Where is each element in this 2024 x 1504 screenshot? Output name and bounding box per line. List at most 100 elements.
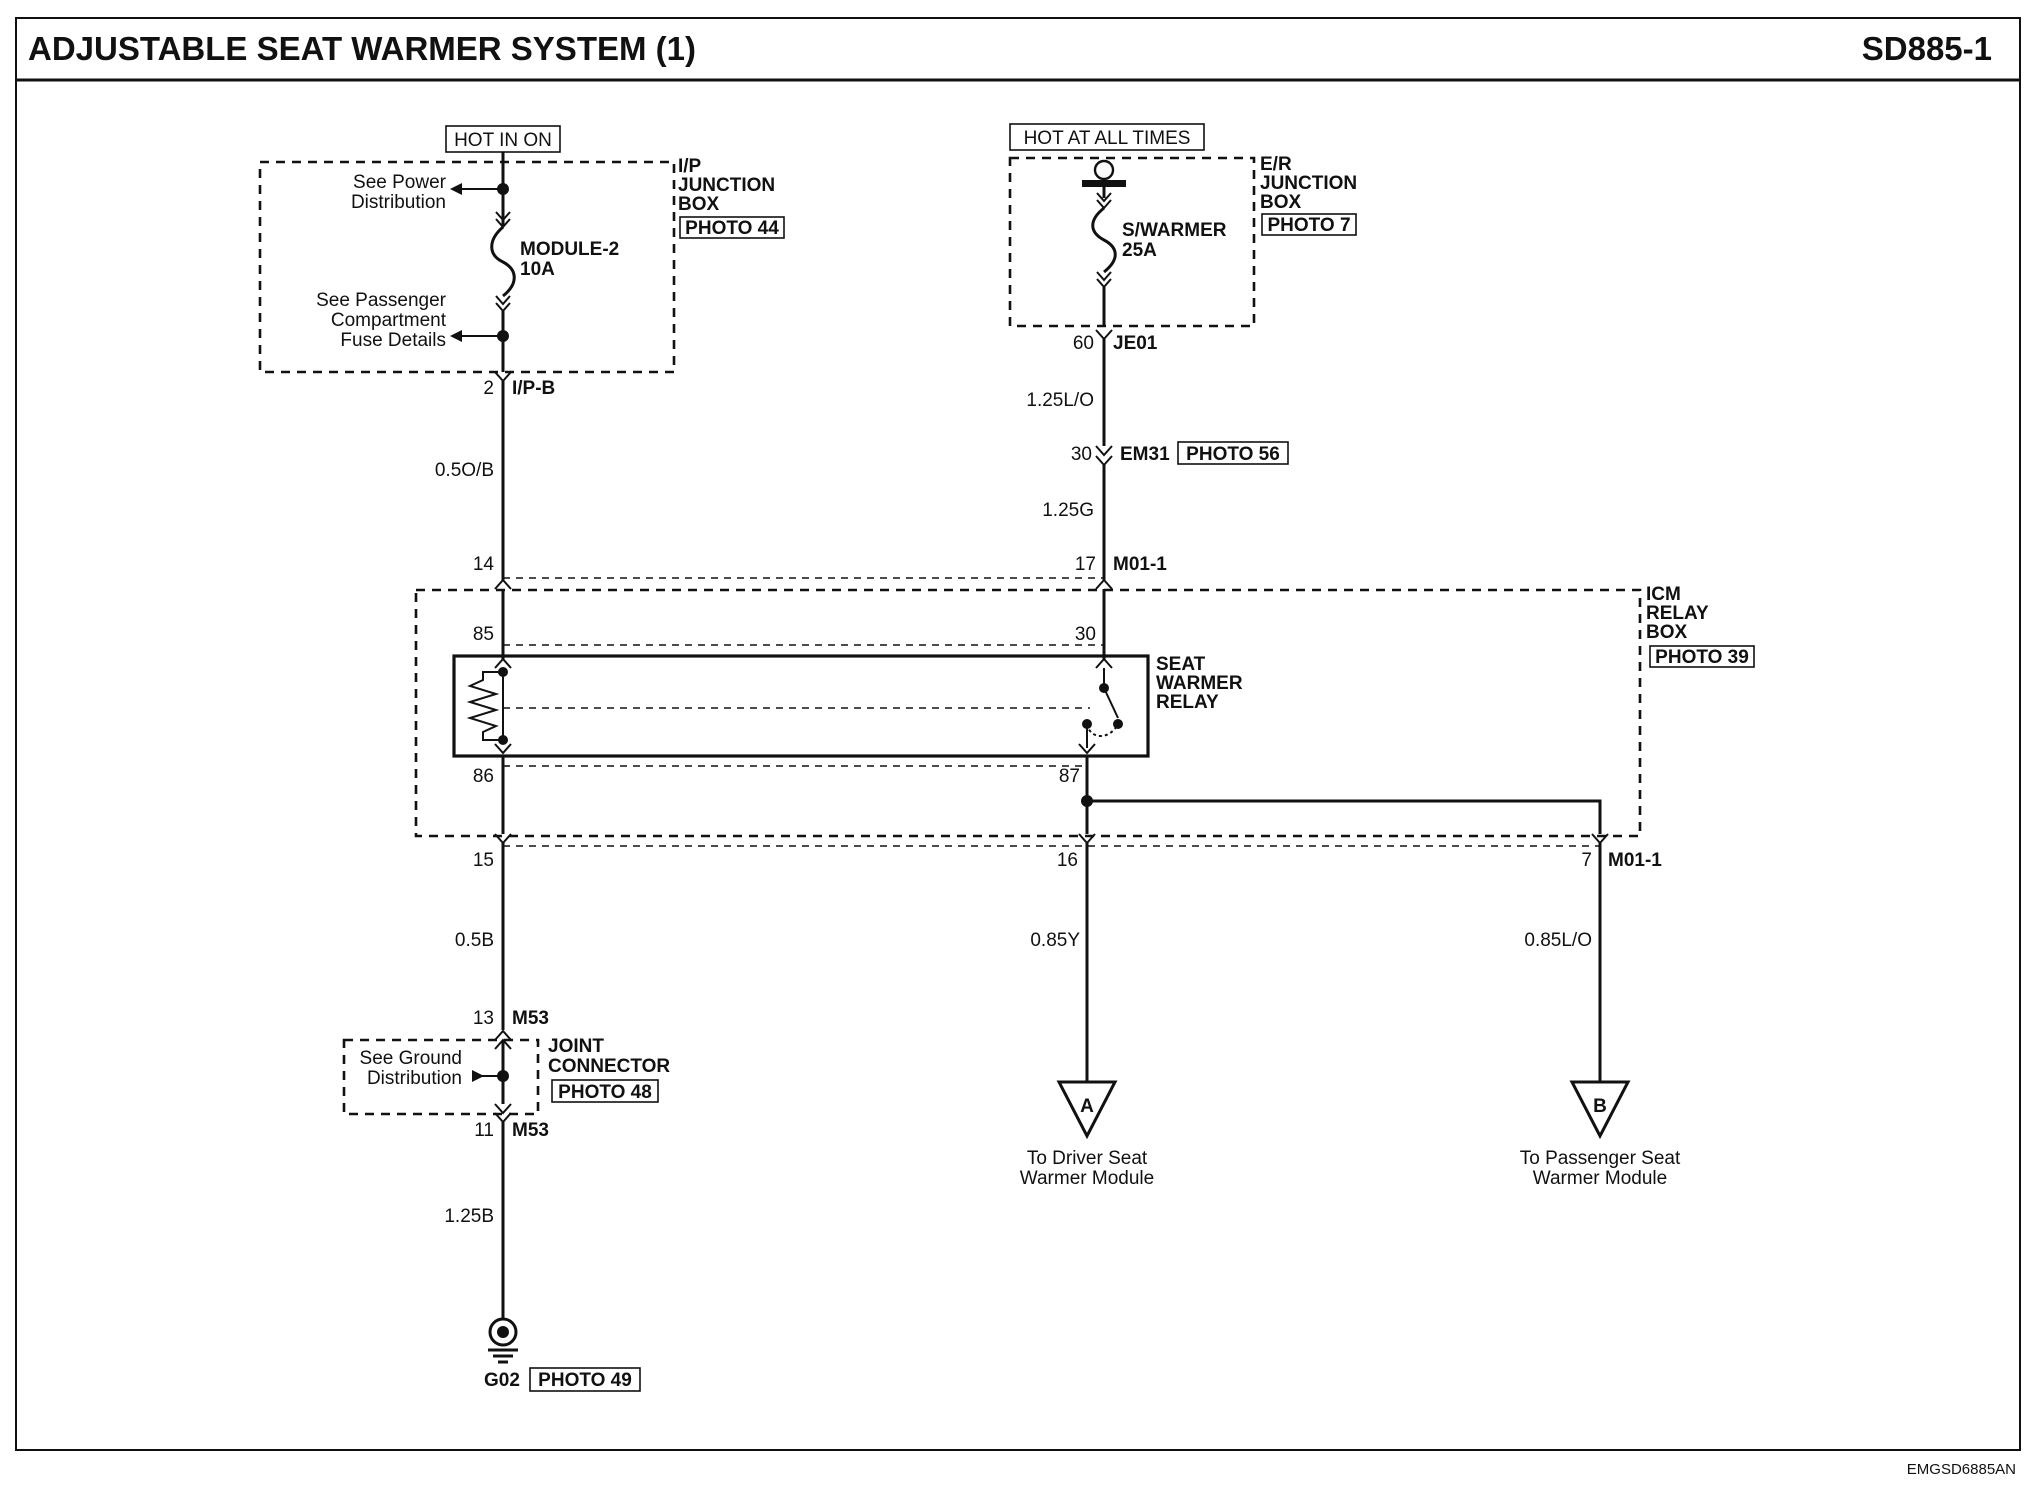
connector-chevron-icon bbox=[1095, 329, 1113, 341]
see-ground-label-1: See Ground bbox=[360, 1048, 462, 1069]
icm-bottom-connector: M01-1 bbox=[1608, 850, 1662, 871]
connector-a-triangle bbox=[1056, 1080, 1118, 1140]
fuse-swarmer-rating: 25A bbox=[1122, 240, 1157, 261]
busbar-icon bbox=[1082, 180, 1126, 187]
connector-b-desc-1: To Passenger Seat bbox=[1520, 1148, 1681, 1169]
em31-connector: EM31 bbox=[1120, 444, 1170, 465]
connector-b-triangle bbox=[1569, 1080, 1631, 1140]
fuse-module2-name: MODULE-2 bbox=[520, 239, 619, 260]
relay-name-1: SEAT bbox=[1156, 654, 1206, 675]
fuse-icon bbox=[1091, 206, 1117, 274]
ip-box-name-1: I/P bbox=[678, 156, 702, 177]
connector-chevron-icon bbox=[494, 578, 512, 590]
wire-050ob-label: 0.5O/B bbox=[435, 460, 494, 481]
wire-085y-label: 0.85Y bbox=[1030, 930, 1080, 951]
seat-warmer-relay bbox=[452, 654, 1150, 758]
icm-name-2: RELAY bbox=[1646, 603, 1709, 624]
connector-chevron-icon bbox=[494, 657, 512, 669]
arrow-icon bbox=[450, 330, 462, 342]
er-box-name-3: BOX bbox=[1260, 192, 1302, 213]
connector-a-desc-2: Warmer Module bbox=[1020, 1168, 1154, 1189]
relay-pin-30: 30 bbox=[1075, 624, 1096, 645]
hot-at-all-times-box bbox=[1009, 123, 1205, 151]
joint-name-2: CONNECTOR bbox=[548, 1056, 670, 1077]
relay-name-3: RELAY bbox=[1156, 692, 1219, 713]
ip-photo-box bbox=[679, 216, 785, 239]
relay-name-2: WARMER bbox=[1156, 673, 1243, 694]
wire-085lo-label: 0.85L/O bbox=[1524, 930, 1592, 951]
see-power-label-1: See Power bbox=[353, 172, 447, 193]
see-pass-label-2: Compartment bbox=[331, 310, 447, 331]
fuse-module2-rating: 10A bbox=[520, 259, 555, 280]
page-frame bbox=[15, 17, 2021, 1451]
relay-pin-86: 86 bbox=[473, 766, 494, 787]
ground-photo-label: PHOTO 49 bbox=[538, 1370, 632, 1391]
wire-125b-label: 1.25B bbox=[444, 1206, 494, 1227]
icm-pin-7: 7 bbox=[1581, 850, 1592, 871]
fuse-icon bbox=[490, 225, 516, 298]
connector-chevron-icon bbox=[1078, 743, 1096, 755]
je01-connector: JE01 bbox=[1113, 333, 1158, 354]
see-ground-label-2: Distribution bbox=[367, 1068, 462, 1089]
switch-contact-dot bbox=[1113, 719, 1123, 729]
icm-pin-15: 15 bbox=[473, 850, 494, 871]
er-photo-box bbox=[1261, 213, 1357, 236]
m53-pin-13: 13 bbox=[473, 1008, 494, 1029]
ground-name: G02 bbox=[484, 1370, 520, 1391]
connector-chevron-icon bbox=[494, 371, 512, 383]
em31-pin: 30 bbox=[1071, 444, 1092, 465]
connector-chevron-icon bbox=[1095, 657, 1113, 669]
ip-box-name-3: BOX bbox=[678, 194, 720, 215]
connector-a-desc-1: To Driver Seat bbox=[1027, 1148, 1148, 1169]
er-photo-label: PHOTO 7 bbox=[1267, 215, 1350, 236]
connector-b-letter: B bbox=[1593, 1096, 1607, 1117]
connector-b-desc-2: Warmer Module bbox=[1533, 1168, 1667, 1189]
connector-a-letter: A bbox=[1080, 1096, 1094, 1117]
em31-photo-box bbox=[1177, 441, 1289, 465]
connector-chevron-icon bbox=[1095, 445, 1113, 457]
wire-125lo-label: 1.25L/O bbox=[1026, 390, 1094, 411]
icm-top-connector: M01-1 bbox=[1113, 554, 1167, 575]
connector-chevron-icon bbox=[495, 295, 511, 313]
icm-pin-16: 16 bbox=[1057, 850, 1078, 871]
diagram-title: ADJUSTABLE SEAT WARMER SYSTEM (1) bbox=[28, 30, 696, 67]
icm-name-1: ICM bbox=[1646, 584, 1681, 605]
ground-terminal-icon bbox=[497, 1326, 509, 1338]
er-box-name-2: JUNCTION bbox=[1260, 173, 1357, 194]
see-pass-label-3: Fuse Details bbox=[340, 330, 446, 351]
diagram-code: SD885-1 bbox=[1862, 30, 1992, 67]
connector-chevron-icon bbox=[494, 1103, 512, 1115]
see-power-label-2: Distribution bbox=[351, 192, 446, 213]
m53-bottom-connector: M53 bbox=[512, 1120, 549, 1141]
icm-relay-box bbox=[414, 588, 1642, 838]
hot-at-all-times-label: HOT AT ALL TIMES bbox=[1024, 128, 1191, 149]
icm-photo-label: PHOTO 39 bbox=[1655, 647, 1749, 668]
relay-switch-blade-icon bbox=[1103, 687, 1119, 719]
ip-junction-box bbox=[258, 160, 676, 374]
arrow-icon bbox=[472, 1070, 484, 1082]
footer-reference: EMGSD6885AN bbox=[1907, 1461, 2016, 1478]
joint-photo-label: PHOTO 48 bbox=[558, 1082, 652, 1103]
em31-photo-label: PHOTO 56 bbox=[1186, 444, 1280, 465]
switch-arc bbox=[1086, 723, 1119, 737]
ip-b-pin: 2 bbox=[483, 378, 494, 399]
connector-chevron-icon bbox=[494, 833, 512, 845]
arrow-icon bbox=[450, 183, 462, 195]
ip-box-name-2: JUNCTION bbox=[678, 175, 775, 196]
connector-chevron-icon bbox=[1095, 455, 1113, 467]
joint-name-1: JOINT bbox=[548, 1036, 604, 1057]
m53-top-connector: M53 bbox=[512, 1008, 549, 1029]
ip-photo-label: PHOTO 44 bbox=[685, 218, 779, 239]
wire-125g-label: 1.25G bbox=[1042, 500, 1094, 521]
joint-photo-box bbox=[551, 1079, 659, 1103]
battery-terminal-icon bbox=[1093, 159, 1115, 181]
connector-chevron-icon bbox=[1095, 578, 1113, 590]
wire-05b-label: 0.5B bbox=[455, 930, 494, 951]
connector-chevron-icon bbox=[494, 743, 512, 755]
wire-87-to-7 bbox=[1087, 799, 1602, 834]
er-box-name-1: E/R bbox=[1260, 154, 1292, 175]
icm-pin-14: 14 bbox=[473, 554, 495, 575]
connector-chevron-icon bbox=[1096, 271, 1112, 289]
relay-pin-85: 85 bbox=[473, 624, 494, 645]
